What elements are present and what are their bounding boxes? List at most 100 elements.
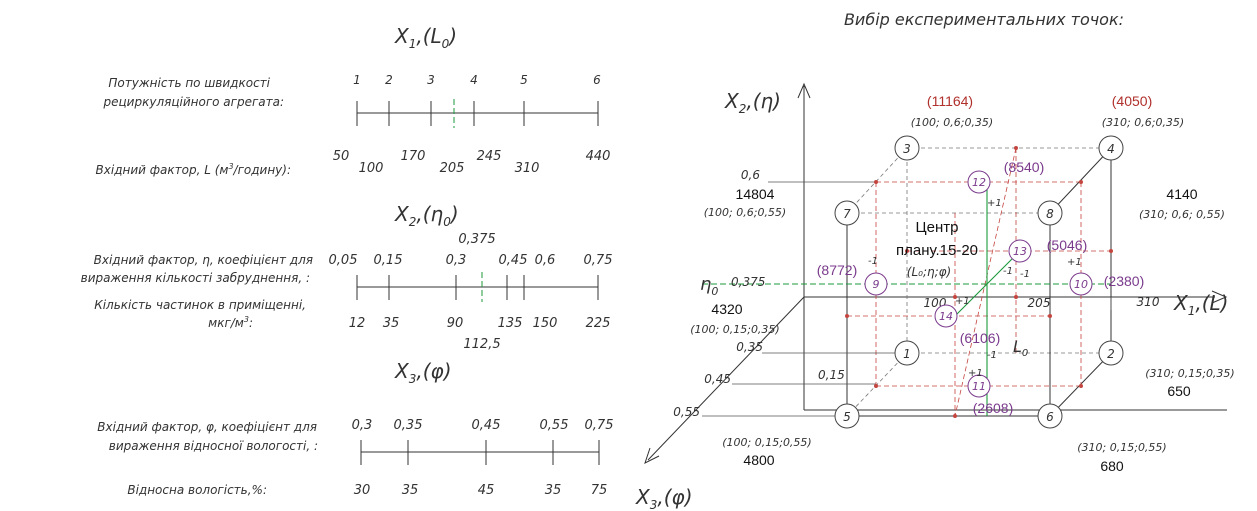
point-7: 7 [834,200,860,226]
x2-coef: 0,05 [329,253,358,268]
x2-title: X2,(η0) [394,202,459,229]
x2-count: 225 [586,316,611,331]
center-line1: Центр [916,219,959,236]
x1-section: X1,(L0) Потужність по швидкості рециркул… [96,24,611,177]
point-3: 3 [894,135,920,161]
p11-value: (2608) [973,400,1013,416]
star-points: 12 13 9 10 14 11 [864,170,1093,398]
x2-scale [356,272,599,302]
sign: +1 [968,368,983,379]
x1-level: 2 [385,73,393,87]
point-13: 13 [1008,239,1032,263]
x2-section: X2,(η0) 0,375 Вхідний фактор, η, коефіці… [81,202,613,352]
sign: -1 [1003,266,1013,277]
x1-level: 5 [520,73,528,87]
x3-scale [360,440,600,465]
x3-coef: 0,45 [472,418,501,433]
sign: +1 [987,198,1002,209]
cube-mid-planes [847,147,1111,417]
p3-coords: (100; 0,6;0,35) [911,116,993,129]
x2-label-line3: Кількість частинок в приміщенні, [94,298,306,312]
point-5: 5 [834,403,860,429]
x3-coef: 0,35 [394,418,423,433]
svg-text:5: 5 [843,410,851,424]
center-label: Центр плану.15-20 (L₀;η;φ) [896,219,978,279]
point-6: 6 [1037,403,1063,429]
x1-level: 3 [427,73,435,87]
svg-text:9: 9 [873,278,880,291]
x3-coef: 0,3 [352,418,373,433]
svg-text:10: 10 [1074,278,1088,291]
axis-x3-label: X3,(φ) [635,485,693,511]
x1-value: 100 [359,161,384,176]
x2-count: 150 [533,316,558,331]
eta-tick: 0,45 [704,372,731,386]
x2-label-line4: мкг/м3: [208,315,253,330]
axis-x1-label: X1,(L) [1173,291,1228,318]
x3-humidity: 35 [545,483,562,498]
x1-scale [356,99,599,128]
svg-text:12: 12 [972,176,986,189]
p5-value: 4800 [743,452,774,468]
level-signs: -1 +1 -1 +1 +1 -1 +1 -1 [868,198,1082,379]
p8-coords: (310; 0,6; 0,55) [1139,208,1225,221]
x1-level-labels: 1 2 3 4 5 6 [353,73,601,87]
x3-humidity: 75 [591,483,608,498]
corner-points: 3 4 7 8 1 2 5 6 [834,135,1124,429]
p6-coords: (310; 0,15;0,55) [1077,441,1166,454]
x1-label-line2: рециркуляційного агрегата: [103,95,284,109]
point-11: 11 [967,374,991,398]
l0-label: L0 [1013,337,1028,359]
x1-factor-label: Вхідний фактор, L (м3/годину): [96,162,291,177]
point-2: 2 [1098,340,1124,366]
svg-text:8: 8 [1046,207,1054,221]
svg-text:4: 4 [1107,142,1115,156]
x2-count: 90 [447,316,464,331]
x2-coef-values: 0,05 0,15 0,3 0,45 0,6 0,75 [329,253,613,268]
x1-value: 170 [401,149,426,164]
x1-value: 440 [586,149,611,164]
p2-value: 650 [1167,383,1191,399]
x1-level: 4 [470,73,478,87]
x1-level: 1 [353,73,361,87]
x1-values: 50 170 245 440 100 205 310 [333,149,611,176]
p10-value: (2380) [1104,273,1144,289]
corner-labels: (11164) (100; 0,6;0,35) (4050) (310; 0,6… [690,93,1234,474]
p8-value: 4140 [1166,186,1197,202]
cube-guides [702,181,1112,417]
center-line2: плану.15-20 [896,242,978,259]
x3-label-line2: вираження відносної вологості, : [109,439,318,453]
x1-value: 245 [477,149,502,164]
svg-text:11: 11 [972,380,986,393]
p6-value: 680 [1100,458,1124,474]
sign: +1 [955,296,970,307]
p12-value: (8540) [1004,159,1044,175]
x2-coef: 0,75 [584,253,613,268]
phi-tick: 0,15 [818,368,845,382]
svg-text:2: 2 [1107,347,1115,361]
point-4: 4 [1098,135,1124,161]
p13-value: (5046) [1047,237,1087,253]
p14-value: (6106) [960,330,1000,346]
sign: +1 [1067,257,1082,268]
x2-mid-value: 0,375 [458,232,495,247]
svg-text:1: 1 [903,347,911,361]
svg-text:13: 13 [1013,245,1027,258]
sign: -1 [1020,269,1030,280]
x3-coef: 0,55 [540,418,569,433]
x2-count: 135 [498,316,523,331]
p9-value: (8772) [817,262,857,278]
point-8: 8 [1037,200,1063,226]
x1-title: X1,(L0) [394,24,457,51]
x1-value: 205 [440,161,465,176]
l-tick: 205 [1028,296,1051,310]
cube-title: Вибір експериментальних точок: [844,10,1124,29]
eta0-label: η0 [700,274,718,298]
cube-tick-labels: 0,6 η0 0,375 0,35 0,45 0,55 0,15 100 205… [673,168,1160,419]
p2-coords: (310; 0,15;0,35) [1145,367,1234,380]
cube-grid-dots [845,146,1113,418]
x3-title: X3,(φ) [394,359,452,386]
center-line3: (L₀;η;φ) [907,265,951,279]
